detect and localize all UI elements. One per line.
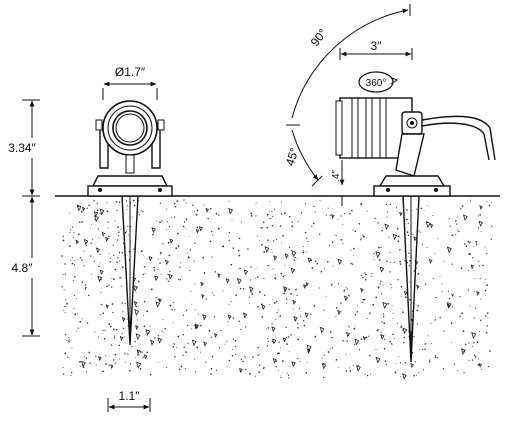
tilt-down-label: 45° xyxy=(283,146,302,168)
front-view-fixture xyxy=(87,100,173,346)
dim-stake-depth: 4.8″ xyxy=(12,196,40,337)
rotation-callout: 360° xyxy=(358,71,399,93)
dim-height-above-ground: 3.34″ xyxy=(8,99,40,197)
soil-texture xyxy=(61,199,493,380)
dim-body-length: 3″ xyxy=(339,39,413,60)
body-length-label: 3″ xyxy=(371,39,383,53)
side-view-fixture xyxy=(335,97,496,363)
head-diameter-label: Ø1.7″ xyxy=(115,65,146,79)
rotation-label: 360° xyxy=(366,78,387,89)
base-height-label: .4″ xyxy=(331,170,342,182)
stake-width-label: 1.1″ xyxy=(119,389,141,403)
dim-head-diameter: Ø1.7″ xyxy=(102,65,158,100)
depth-label: 4.8″ xyxy=(12,261,34,275)
tilt-up-label: 90° xyxy=(308,26,330,49)
dim-stake-width: 1.1″ xyxy=(107,389,151,412)
dim-tilt-down: 45° xyxy=(283,124,323,187)
dim-base-height: .4″ xyxy=(331,160,345,206)
height-label: 3.34″ xyxy=(8,141,36,155)
